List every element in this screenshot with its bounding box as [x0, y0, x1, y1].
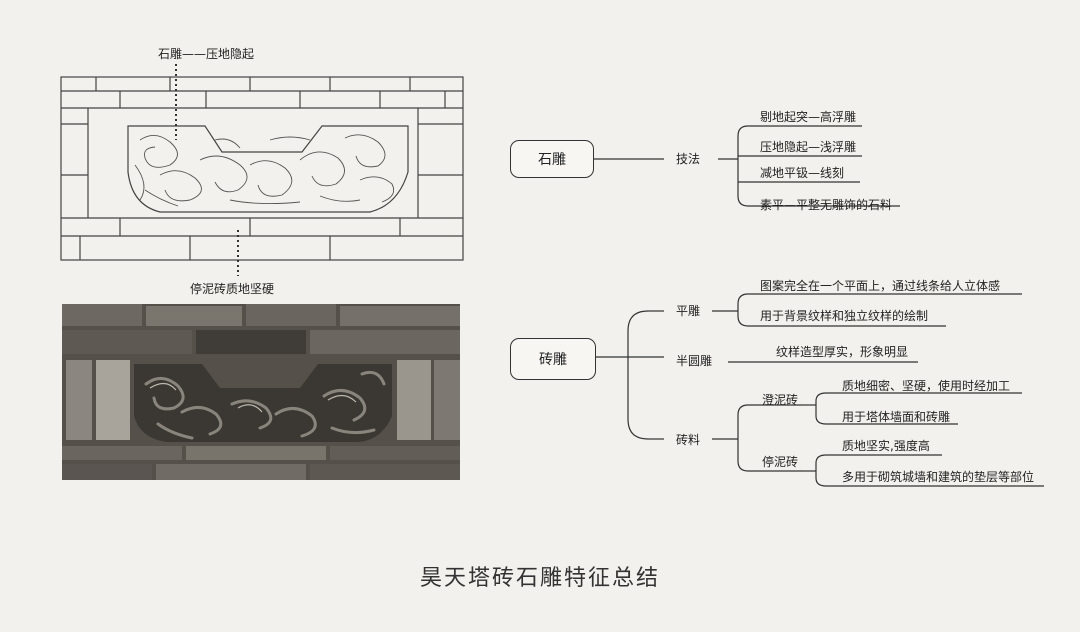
chengni-leaf-2: 用于塔体墙面和砖雕 [842, 410, 951, 424]
half-round-node: 半圆雕 [676, 354, 713, 368]
stone-leaf-plain: 素平—平整无雕饰的石料 [760, 198, 893, 212]
figure-caption: 昊天塔砖石雕特征总结 [419, 566, 660, 591]
stone-carving-node: 石雕 [510, 140, 594, 178]
brick-material-node: 砖料 [676, 433, 701, 447]
stone-leaf-line-carving: 减地平钑—线刻 [760, 166, 845, 180]
flat-leaf-1: 图案完全在一个平面上，通过线条给人立体感 [760, 279, 1001, 293]
technique-node: 技法 [676, 152, 701, 166]
drawing-top-label: 石雕——压地隐起 [158, 47, 255, 61]
half-round-leaf: 纹样造型厚实，形象明显 [776, 345, 909, 359]
tingni-brick-node: 停泥砖 [762, 455, 799, 469]
carved-panel-outline [127, 125, 409, 213]
chengni-leaf-1: 质地细密、坚硬，使用时经加工 [842, 379, 1011, 393]
stone-leaf-low-relief: 压地隐起—浅浮雕 [760, 140, 857, 154]
drawing-bottom-label: 停泥砖质地坚硬 [190, 282, 275, 296]
wall-outline [60, 76, 464, 261]
chengni-brick-node: 澄泥砖 [762, 393, 799, 407]
flat-leaf-2: 用于背景纹样和独立纹样的绘制 [760, 309, 929, 323]
tingni-leaf-2: 多用于砌筑城墙和建筑的垫层等部位 [842, 470, 1035, 484]
carved-brick-photo [62, 304, 460, 480]
photo-svg [62, 304, 460, 480]
flat-carving-node: 平雕 [676, 304, 701, 318]
brick-carving-node: 砖雕 [510, 338, 596, 380]
tingni-leaf-1: 质地坚实,强度高 [842, 439, 930, 453]
stone-leaf-high-relief: 剔地起突—高浮雕 [760, 110, 857, 124]
